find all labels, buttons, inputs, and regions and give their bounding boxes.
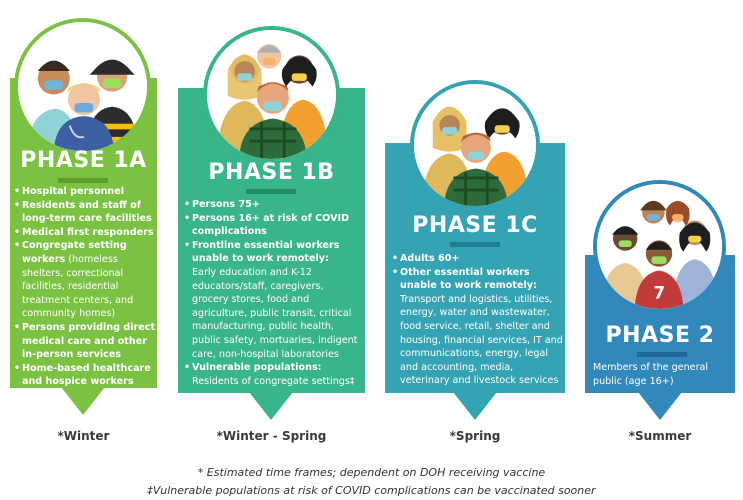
phase-1b-season: *Winter - Spring xyxy=(216,429,327,443)
list-item: •Persons 75+ xyxy=(184,199,260,210)
phase-1c-divider xyxy=(450,242,500,247)
footnote-vulnerable: ‡Vulnerable populations at risk of COVID… xyxy=(147,484,596,497)
phase-1a-divider xyxy=(58,178,108,183)
phase-1b-list: •Persons 75+ •Persons 16+ at risk of COV… xyxy=(184,198,362,388)
svg-text:7: 7 xyxy=(653,283,665,303)
list-item: •Medical first responders xyxy=(14,226,154,238)
phase-2-title: PHASE 2 xyxy=(605,323,715,348)
list-item: •Hospital personnel xyxy=(14,186,125,197)
list-item: •Residents and staff of long-term care f… xyxy=(14,199,152,225)
phase-1c-illustration xyxy=(410,80,540,210)
phase-1a-pointer xyxy=(61,387,105,415)
phase-2-illustration: 7 xyxy=(593,180,726,313)
list-item: •Adults 60+ xyxy=(392,253,460,264)
list-item: •Persons 16+ at risk of COVID complicati… xyxy=(184,212,350,238)
phase-1a-title: PHASE 1A xyxy=(20,148,147,173)
phase-2-divider xyxy=(637,352,687,357)
footnote-timeframes: * Estimated time frames; dependent on DO… xyxy=(197,466,546,479)
list-item: •Home-based healthcare and hospice worke… xyxy=(14,362,151,388)
phase-2-pointer xyxy=(638,392,682,420)
phase-1a-list: •Hospital personnel •Residents and staff… xyxy=(14,185,156,389)
list-item: •Vulnerable populations:Residents of con… xyxy=(184,362,355,387)
phase-1c-pointer xyxy=(453,392,497,420)
phase-1c-list: •Adults 60+ •Other essential workers una… xyxy=(392,252,564,388)
phase-1a-illustration xyxy=(14,18,151,155)
phase-1b-pointer xyxy=(249,392,293,420)
phase-2-season: *Summer xyxy=(628,429,692,443)
phase-1c-title: PHASE 1C xyxy=(412,213,538,238)
list-item: •Persons providing direct medical care a… xyxy=(14,321,156,361)
list-item: •Other essential workers unable to work … xyxy=(392,266,563,387)
phase-1b-divider xyxy=(246,189,296,194)
phase-1b-title: PHASE 1B xyxy=(208,160,335,185)
phase-2-description: Members of the general public (age 16+) xyxy=(593,362,709,387)
phase-1c-season: *Spring xyxy=(449,429,501,443)
list-item: •Congregate setting workers (homeless sh… xyxy=(14,240,134,320)
list-item: •Frontline essential workers unable to w… xyxy=(184,239,358,360)
phase-1a-season: *Winter xyxy=(57,429,110,443)
phase-1b-illustration xyxy=(203,26,340,163)
